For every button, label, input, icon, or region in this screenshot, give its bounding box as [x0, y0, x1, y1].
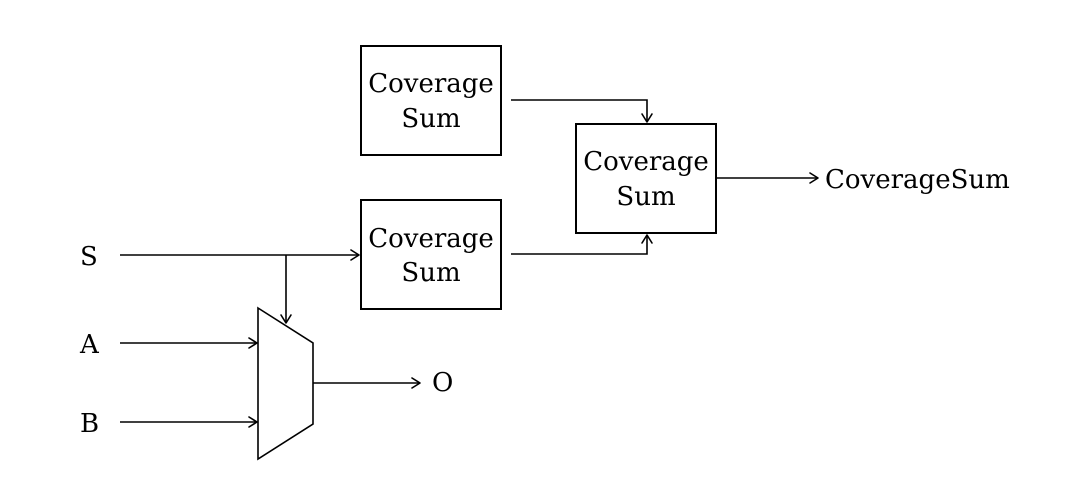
signal-label-a: A [79, 330, 100, 360]
block-right-line2: Sum [616, 182, 675, 212]
wire-b-to-mux [120, 416, 258, 428]
wire-a-to-mux [120, 337, 258, 349]
wire-s-to-mux-select [280, 255, 292, 324]
wire-s-to-bottom-block [120, 249, 360, 261]
wire-output-coveragesum [716, 172, 819, 184]
block-top-line1: Coverage [368, 69, 494, 99]
coverage-sum-block-right: Coverage Sum [575, 123, 717, 234]
signal-label-b: B [80, 409, 99, 439]
output-label-coveragesum: CoverageSum [825, 165, 1010, 195]
signal-label-o: O [432, 368, 453, 398]
wire-bottom-to-right [511, 234, 653, 255]
block-bottom-line2: Sum [401, 258, 460, 288]
block-right-line1: Coverage [583, 147, 709, 177]
signal-label-s: S [80, 242, 98, 272]
block-top-line2: Sum [401, 104, 460, 134]
wire-mux-to-o [313, 377, 421, 389]
block-bottom-line1: Coverage [368, 224, 494, 254]
multiplexer [257, 306, 314, 461]
coverage-sum-block-top: Coverage Sum [360, 45, 502, 156]
wire-top-to-right [511, 99, 653, 123]
coverage-sum-block-bottom: Coverage Sum [360, 199, 502, 310]
